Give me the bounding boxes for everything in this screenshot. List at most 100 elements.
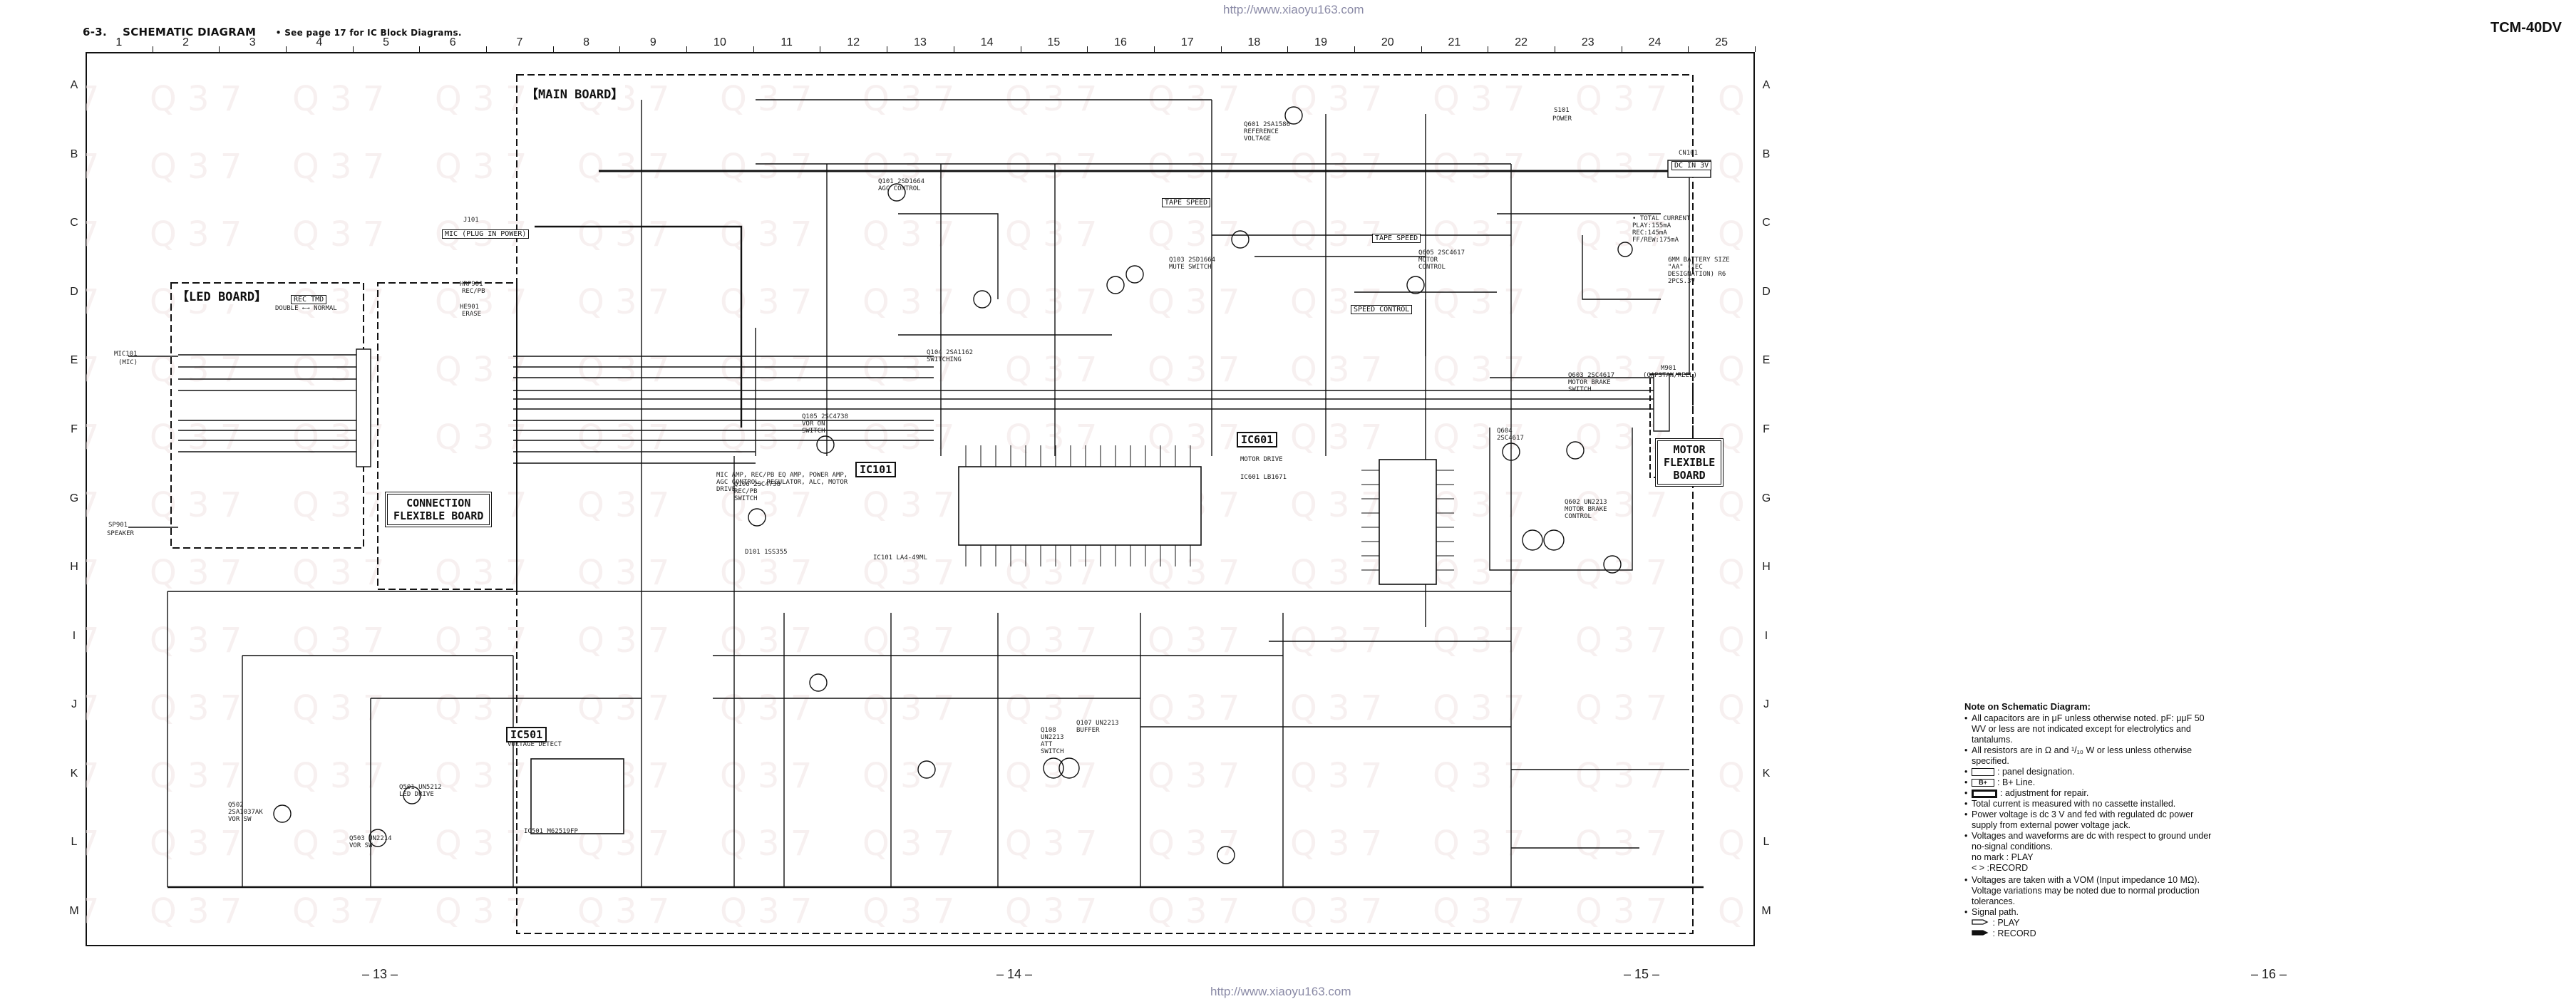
note-panel-designation: : panel designation. [1964,767,2221,777]
play-arrow-icon [1972,919,1989,925]
column-label: 11 [780,36,793,48]
notes-title: Note on Schematic Diagram: [1964,701,2091,712]
ic101-description: MIC AMP, REC/PB EQ AMP, POWER AMP, AGC C… [716,472,848,493]
ic501-part: IC501 M62519FP [524,828,578,835]
column-label: 10 [713,36,726,48]
note-total-current: Total current is measured with no casset… [1964,799,2221,809]
note-mode-play: no mark : PLAY [1972,852,2034,862]
section-title: 6-3. SCHEMATIC DIAGRAM • See page 17 for… [83,26,462,38]
he901-description: ERASE [462,311,482,318]
column-label: 5 [383,36,389,48]
panel-designation-symbol [1972,768,1994,777]
notes-list-2: Voltages are taken with a VOM (Input imp… [1964,875,2221,918]
column-tick [619,46,621,52]
row-label-left: M [69,904,79,917]
j101-ref: J101 [463,217,479,224]
column-tick [1354,46,1355,52]
page-number-15: – 15 – [1624,967,1660,981]
connection-flexible-board-label: CONNECTION FLEXIBLE BOARD [385,492,493,527]
q603-label: Q603 2SC4617 MOTOR BRAKE SWITCH [1568,372,1615,393]
column-tick [686,46,688,52]
cn101-description: DC IN 3V [1671,161,1712,170]
hrp901-description: REC/PB [462,288,485,295]
column-tick [1755,46,1756,52]
row-label-left: C [70,217,78,229]
j101-description: MIC (PLUG IN POWER) [442,229,530,239]
q103-label: Q103 2SD1664 MUTE SWITCH [1169,257,1216,271]
q602-label: Q602 UN2213 MOTOR BRAKE CONTROL [1565,499,1607,520]
q105-label: Q105 2SC4738 VOR ON SWITCH [802,413,849,435]
column-label: 2 [182,36,189,48]
row-label-right: J [1763,698,1769,711]
sp901-description: SPEAKER [107,530,134,537]
column-label: 1 [115,36,123,48]
q503-label: Q503 UN2214 VOR SW [349,835,392,849]
column-tick [1220,46,1222,52]
column-label: 13 [914,36,927,48]
note-capacitors: All capacitors are in μF unless otherwis… [1964,713,2221,745]
ic101-part: IC101 LA4-49ML [873,554,927,561]
note-voltages: Voltages and waveforms are dc with respe… [1964,831,2221,852]
tape-speed-label-2: TAPE SPEED [1372,234,1421,243]
motor-label-line2: FLEXIBLE [1664,456,1716,469]
note-signal-path: Signal path. [1964,907,2221,918]
row-label-left: A [70,79,78,92]
m901-description: (CAPSTAN/REEL) [1643,372,1697,379]
diagram-title: SCHEMATIC DIAGRAM [123,26,257,38]
column-tick [552,46,554,52]
note-bplus-line: B+: B+ Line. [1964,777,2221,788]
q605-label: Q605 2SC4617 MOTOR CONTROL [1418,249,1465,271]
he901-ref: HE901 [460,304,480,311]
note-resistors: All resistors are in Ω and ¹/₁₀ W or les… [1964,745,2221,767]
signal-record-legend: : RECORD [1964,928,2221,939]
row-label-right: D [1762,285,1771,298]
ic501-label: IC501 [506,727,547,742]
column-label: 4 [316,36,323,48]
column-label: 22 [1515,36,1527,48]
row-label-right: E [1762,354,1771,367]
row-label-left: G [69,492,79,504]
column-label: 3 [249,36,256,48]
column-label: 24 [1648,36,1661,48]
column-tick [486,46,488,52]
model-name: TCM-40DV [2490,20,2562,36]
column-label: 9 [649,36,656,48]
column-tick [419,46,421,52]
schematic-notes: Note on Schematic Diagram: All capacitor… [1964,701,2221,939]
rec-tmd-label: REC TMD [291,295,327,304]
ic601-label: IC601 [1237,432,1278,447]
column-label: 17 [1180,36,1194,48]
s101-ref: S101 [1554,107,1570,114]
row-label-left: D [70,285,78,298]
note-mode-record: < > :RECORD [1972,863,2029,873]
column-label: 6 [449,36,456,48]
d101-label: D101 1SS355 [745,549,788,556]
top-url-link[interactable]: http://www.xiaoyu163.com [1223,3,1364,16]
row-label-right: M [1761,904,1771,917]
section-number: 6-3. [83,26,107,38]
q604-label: Q604 2SC4617 [1497,428,1524,442]
adjustment-symbol [1972,789,1997,798]
row-label-right: A [1762,79,1771,92]
row-label-left: E [70,354,78,367]
signal-play-legend: : PLAY [1964,918,2221,928]
row-label-right: F [1763,423,1770,435]
column-label: 14 [980,36,994,48]
record-arrow-icon [1972,930,1989,936]
row-label-right: K [1762,767,1771,780]
block-diagram-note: • See page 17 for IC Block Diagrams. [275,28,462,38]
column-label: 23 [1581,36,1594,48]
motor-label-line1: MOTOR [1673,443,1706,456]
column-label: 16 [1114,36,1127,48]
column-label: 25 [1715,36,1729,48]
ic501-description: VOLTAGE DETECT [508,741,562,748]
notes-list: All capacitors are in μF unless otherwis… [1964,713,2221,852]
row-label-right: L [1763,836,1770,849]
led-board-label: 【LED BOARD】 [175,286,269,304]
page-number-13: – 13 – [362,967,398,981]
page-number-14: – 14 – [996,967,1033,981]
speed-control-label: SPEED CONTROL [1351,305,1413,314]
column-tick [286,46,287,52]
bottom-url-link[interactable]: http://www.xiaoyu163.com [1210,985,1351,998]
